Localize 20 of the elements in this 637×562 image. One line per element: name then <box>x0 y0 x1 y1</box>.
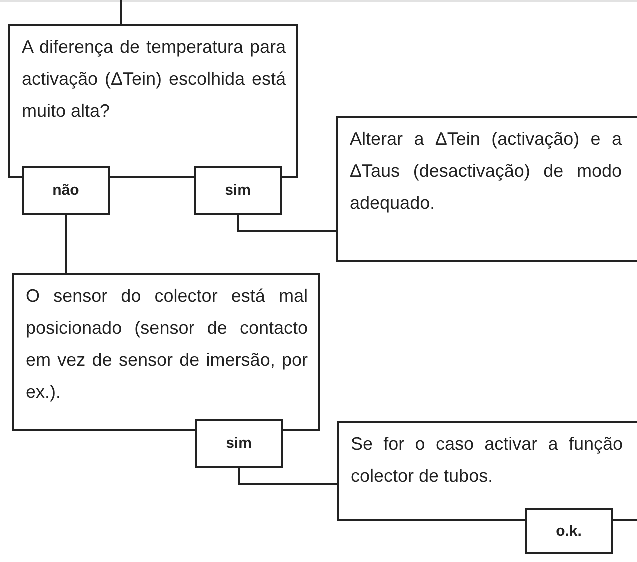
decision-box <box>8 24 298 178</box>
node-text: Se for o caso activar a função colector de tubos. <box>350 433 624 488</box>
node-text: Alterar a ΔTein (activação) e a ΔTaus (desactivação) de modo adequado. <box>349 128 623 215</box>
answer-tab <box>194 166 282 215</box>
answer-label: sim <box>226 435 252 452</box>
node-text: O sensor do colector está mal posicionado (sensor de contacto em vez de sensor de imersão, por ex.). <box>25 285 309 404</box>
action-box <box>337 421 637 521</box>
node-text: A diferença de temperatura para activação (ΔTein) escolhida está muito alta? <box>21 36 287 123</box>
connector-line <box>238 468 337 485</box>
answer-label: o.k. <box>556 522 582 540</box>
connector-line <box>120 0 122 24</box>
answer-tab <box>22 166 110 215</box>
answer-label: não <box>52 182 80 199</box>
answer-label: sim <box>225 182 251 199</box>
action-box <box>336 116 637 262</box>
answer-tab <box>195 419 283 468</box>
answer-tab <box>525 508 613 554</box>
decision-box <box>12 273 320 431</box>
connector-line <box>237 215 336 232</box>
connector-line <box>65 215 67 273</box>
